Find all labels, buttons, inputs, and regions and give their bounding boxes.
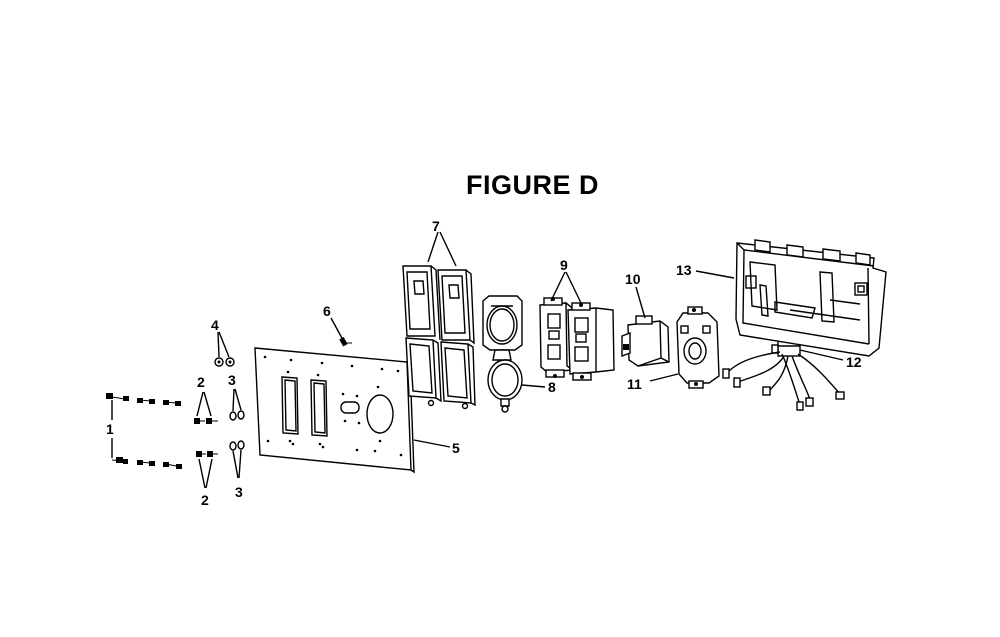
round-cover-part-8 (482, 295, 546, 413)
switch-part-10 (621, 286, 670, 367)
fasteners-parts-2-3-4 (194, 331, 245, 489)
callout-12: 12 (846, 354, 862, 370)
callout-5: 5 (452, 440, 460, 456)
callout-9: 9 (560, 257, 568, 273)
callout-2-upper: 2 (197, 374, 205, 390)
screws-part-1 (106, 393, 182, 469)
callout-10: 10 (625, 271, 641, 287)
callout-4: 4 (211, 317, 219, 333)
callout-labels: 1 2 2 3 3 4 5 6 7 8 9 10 11 12 13 (106, 218, 862, 508)
callout-3-upper: 3 (228, 372, 236, 388)
callout-6: 6 (323, 303, 331, 319)
callout-3-lower: 3 (235, 484, 243, 500)
twistlock-receptacle-part-11 (649, 306, 720, 389)
callout-2-lower: 2 (201, 492, 209, 508)
callout-1: 1 (106, 421, 114, 437)
screw-part-6 (330, 317, 352, 347)
callout-8: 8 (548, 379, 556, 395)
figure-title: FIGURE D (466, 170, 600, 200)
covers-part-7 (402, 231, 476, 410)
callout-11: 11 (627, 376, 642, 392)
receptacles-part-9 (539, 271, 615, 381)
wire-harness-part-12 (722, 339, 845, 411)
callout-7: 7 (432, 218, 440, 234)
callout-13: 13 (676, 262, 692, 278)
electrical-box-part-13 (695, 239, 887, 357)
faceplate-part-5 (254, 347, 451, 474)
